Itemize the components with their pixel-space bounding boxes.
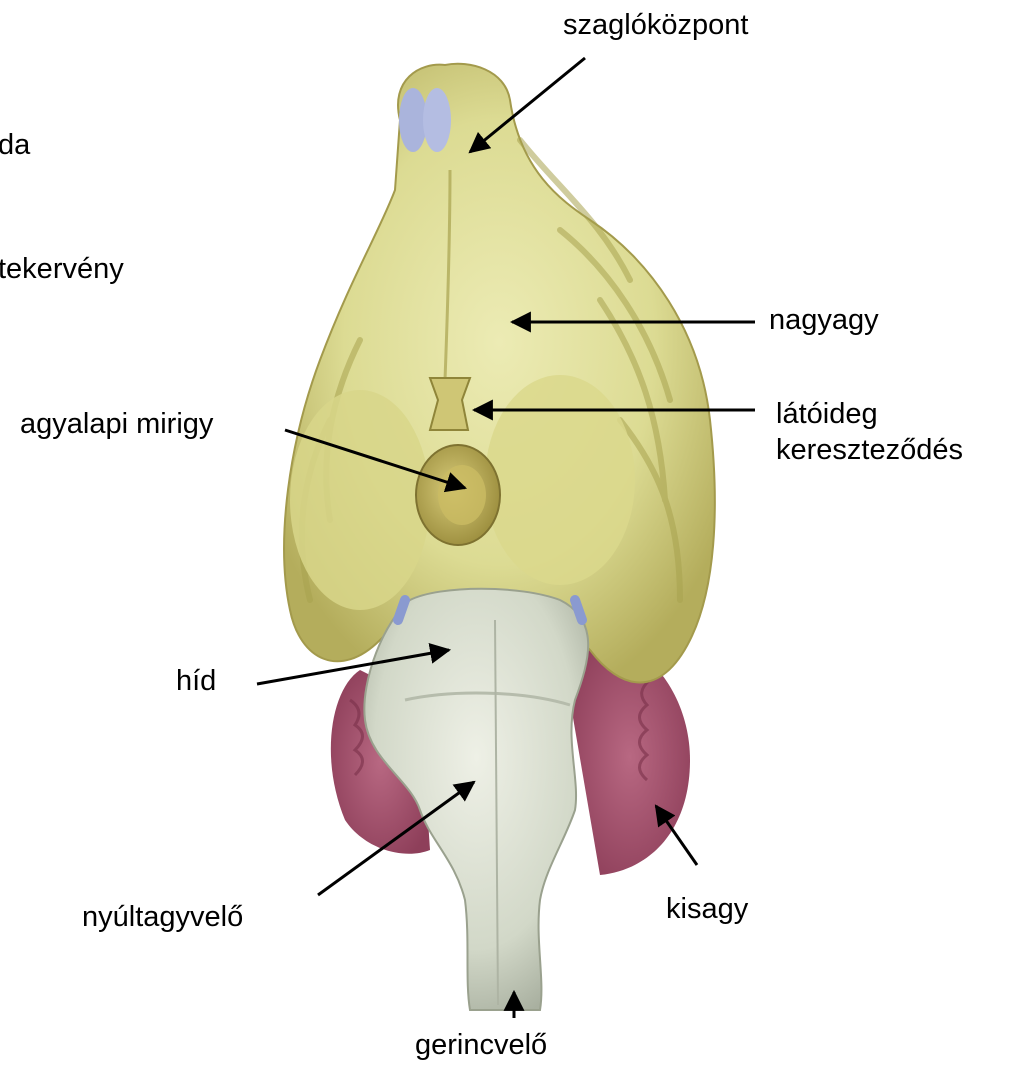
pituitary-shape bbox=[416, 445, 500, 545]
label-partial-top: da bbox=[0, 128, 30, 162]
label-pituitary-gland: agyalapi mirigy bbox=[20, 407, 213, 441]
label-cerebellum: kisagy bbox=[666, 892, 748, 926]
label-optic-chiasm-line2: kereszteződés bbox=[776, 433, 963, 467]
label-spinal-cord: gerincvelő bbox=[415, 1028, 547, 1062]
label-partial-gyrus: tekervény bbox=[0, 252, 124, 286]
label-olfactory-center: szaglóközpont bbox=[563, 8, 748, 42]
label-medulla: nyúltagyvelő bbox=[82, 900, 243, 934]
label-cerebrum: nagyagy bbox=[769, 303, 879, 337]
label-optic-chiasm-line1: látóideg bbox=[776, 397, 878, 431]
label-pons: híd bbox=[176, 664, 216, 698]
